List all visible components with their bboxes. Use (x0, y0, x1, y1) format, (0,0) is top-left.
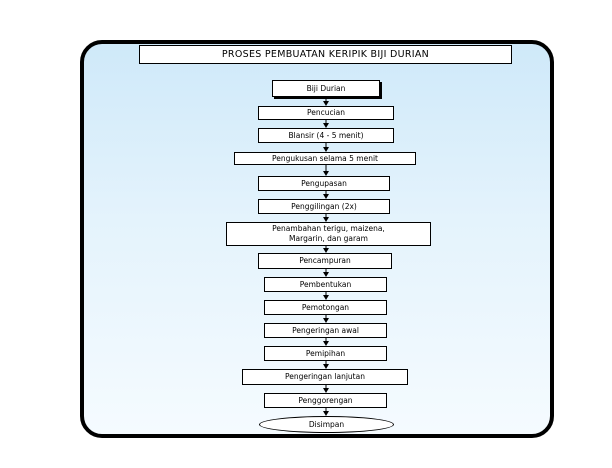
step-blansir: Blansir (4 - 5 menit) (258, 128, 394, 143)
step-pembentukan: Pembentukan (264, 277, 387, 292)
diagram-title: PROSES PEMBUATAN KERIPIK BIJI DURIAN (139, 45, 512, 64)
flow-arrow (323, 214, 329, 222)
step-pemotongan: Pemotongan (264, 300, 387, 315)
step-pencampuran: Pencampuran (258, 253, 392, 269)
flow-arrow (323, 361, 329, 369)
flow-arrow (323, 165, 329, 176)
step-pengeringan-awal: Pengeringan awal (264, 323, 387, 338)
step-disimpan: Disimpan (259, 416, 394, 433)
flow-arrow (323, 143, 329, 152)
step-penggilingan: Penggilingan (2x) (258, 199, 390, 214)
step-pengukusan: Pengukusan selama 5 menit (234, 152, 416, 165)
step-pengeringan-lanjutan: Pengeringan lanjutan (242, 369, 408, 385)
step-biji-durian: Biji Durian (272, 80, 380, 97)
step-pencucian: Pencucian (258, 106, 394, 120)
flow-arrow (323, 269, 329, 277)
flow-arrow (323, 385, 329, 393)
step-pengupasan: Pengupasan (258, 176, 390, 191)
flow-arrow (323, 99, 329, 106)
flow-arrow (323, 246, 329, 253)
flow-arrow (323, 191, 329, 199)
flow-arrow (323, 315, 329, 323)
step-pemipihan: Pemipihan (264, 346, 387, 361)
step-penggorengan: Penggorengan (264, 393, 387, 408)
flow-arrow (323, 408, 329, 416)
flow-arrow (323, 292, 329, 300)
flow-arrow (323, 338, 329, 346)
step-penambahan-bahan: Penambahan terigu, maizena, Margarin, da… (226, 222, 431, 246)
flow-arrow (323, 120, 329, 128)
